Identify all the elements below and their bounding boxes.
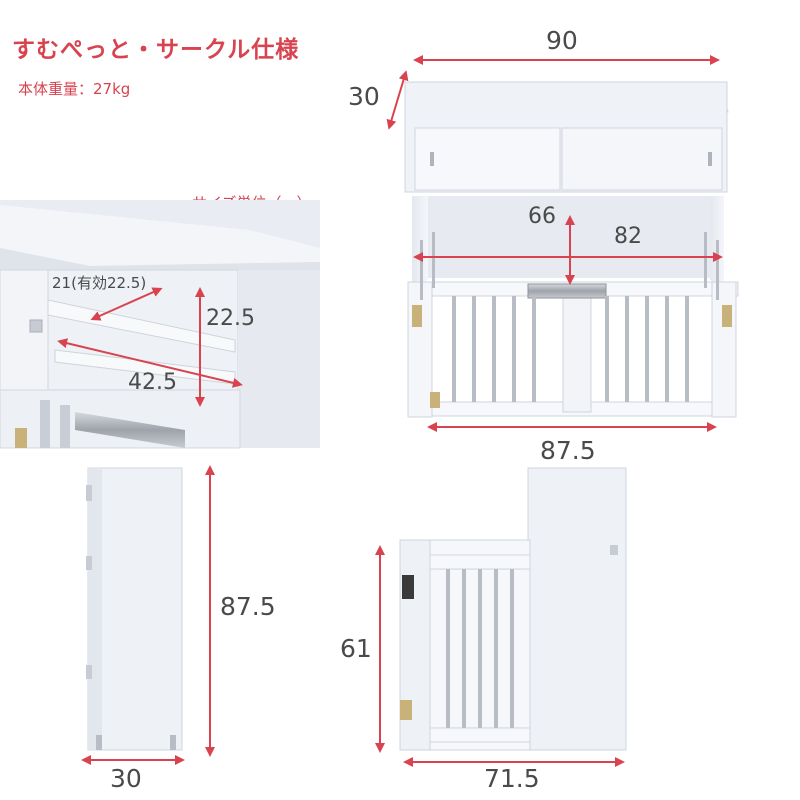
front-view-photo: [386, 55, 739, 432]
weight-label: 本体重量：27kg: [18, 80, 131, 98]
side-depth-label: 30: [110, 764, 142, 793]
bottom-width-label: 87.5: [540, 436, 596, 465]
inner-depth-label: 66: [528, 204, 556, 229]
page-title: すむぺっと・サークル仕様: [12, 37, 300, 63]
side-height-label: 87.5: [220, 592, 276, 621]
top-width-label: 90: [546, 26, 578, 55]
knob: [29, 319, 43, 333]
gate-latch: [527, 283, 607, 299]
side-view-photo: [81, 465, 215, 765]
shelf-closeup-photo: [0, 200, 320, 449]
inner-width-label: 82: [614, 224, 642, 249]
shelf-height-label: 22.5: [206, 306, 255, 331]
gate-height-label: 61: [340, 634, 372, 663]
gate-width-label: 71.5: [484, 764, 540, 793]
shelf-depth-label: 21(有効22.5): [52, 274, 147, 292]
side-gate-view-photo: [375, 467, 627, 767]
top-depth-label: 30: [348, 82, 380, 111]
shelf-width-label: 42.5: [128, 370, 177, 395]
